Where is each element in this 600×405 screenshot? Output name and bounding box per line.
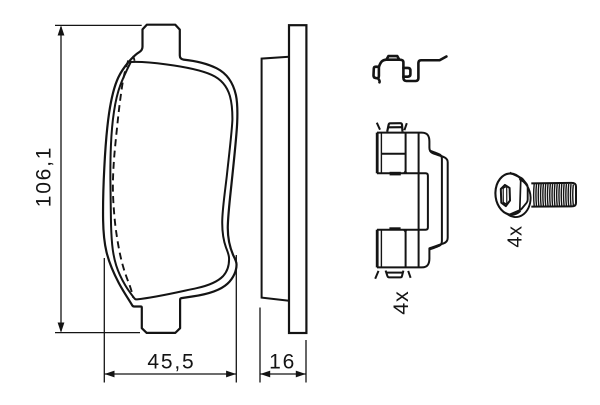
svg-text:16: 16 (269, 350, 296, 373)
svg-text:4x: 4x (389, 290, 413, 314)
svg-text:106,1: 106,1 (33, 146, 56, 208)
svg-text:4x: 4x (505, 226, 527, 248)
svg-text:45,5: 45,5 (147, 350, 195, 373)
